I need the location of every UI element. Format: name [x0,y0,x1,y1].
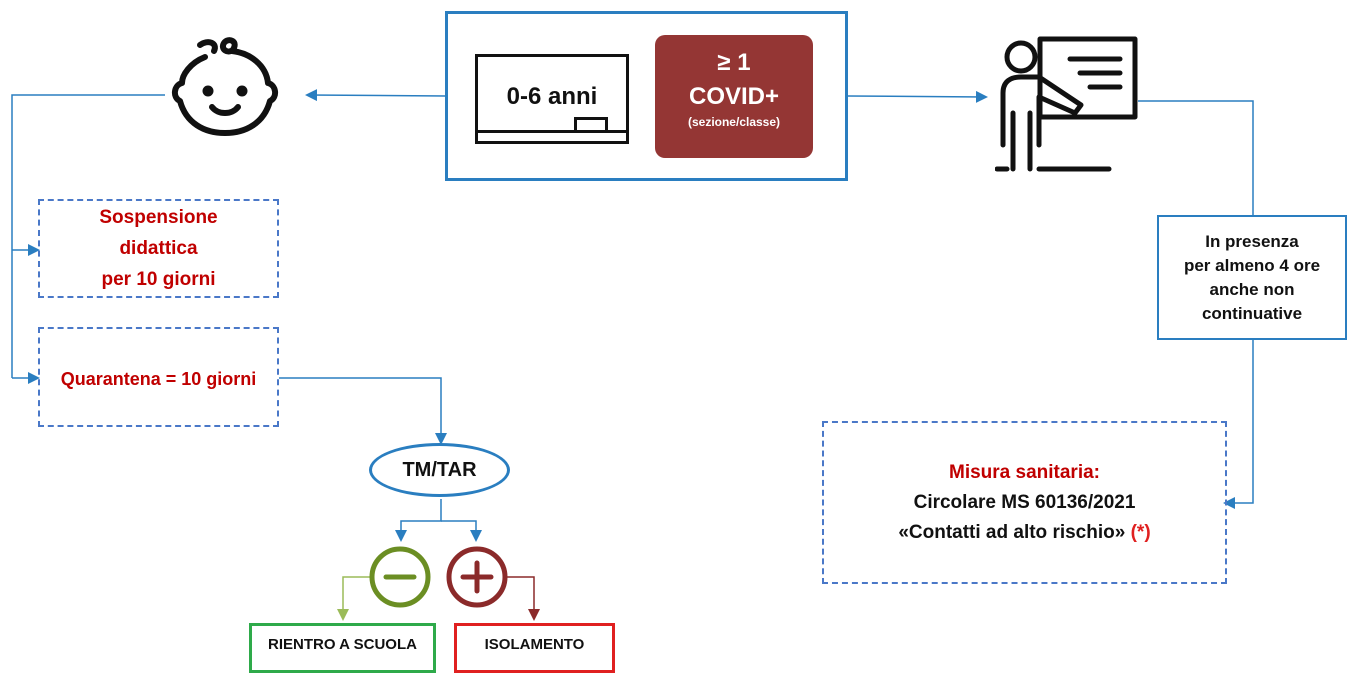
measure-contacts-line: «Contatti ad alto rischio» (*) [898,518,1150,548]
quarantine-box: Quarantena = 10 giorni [38,327,279,427]
teacher-condition-box: In presenza per almeno 4 ore anche non c… [1157,215,1347,340]
suspension-line-3: per 10 giorni [101,269,216,290]
isolation-box: ISOLAMENTO [454,623,615,673]
measure-title: Misura sanitaria: [949,461,1100,483]
child-branch-line [11,94,165,378]
covid-scope: (sezione/classe) [687,115,781,129]
arrow-to-child [305,89,447,102]
suspension-line-2: didattica [119,238,198,259]
covid-positive-badge: ≥ 1 COVID+ (sezione/classe) [655,35,813,158]
suspension-box: Sospensione didattica per 10 giorni [38,199,279,298]
measure-note: (*) [1130,521,1151,543]
arrow-to-measure [1223,340,1254,509]
test-node: TM/TAR [369,443,510,497]
age-label: 0-6 anni [506,83,598,110]
condition-line-2: per almeno 4 ore [1183,255,1321,275]
measure-contacts: «Contatti ad alto rischio» [898,521,1126,543]
health-measure-box: Misura sanitaria: Circolare MS 60136/202… [822,421,1227,584]
baby-face-icon [172,37,278,136]
arrow-to-test [279,377,447,445]
isolation-label: ISOLAMENTO [484,636,585,653]
return-to-school-box: RIENTRO A SCUOLA [249,623,436,673]
test-label: TM/TAR [402,458,477,481]
measure-circular: Circolare MS 60136/2021 [913,491,1136,513]
condition-line-3: anche non [1209,279,1295,299]
quarantine-label: Quarantena = 10 giorni [60,369,257,389]
teacher-branch-line [1138,100,1254,215]
blackboard-icon: 0-6 anni [475,54,629,144]
covid-label: COVID+ [688,83,780,110]
arrow-to-negative [395,499,442,542]
condition-line-4: continuative [1201,303,1303,323]
source-case-box: 0-6 anni ≥ 1 COVID+ (sezione/classe) [445,11,848,181]
arrow-to-positive [441,520,482,542]
condition-line-1: In presenza [1205,231,1299,251]
plus-circle-icon [446,546,508,608]
teacher-board-icon [995,36,1138,172]
return-to-school-label: RIENTRO A SCUOLA [268,636,417,653]
suspension-line-1: Sospensione [99,207,218,228]
arrow-to-school [337,576,371,621]
arrow-to-teacher [847,90,988,103]
arrow-to-isolation [507,576,540,621]
minus-circle-icon [369,546,431,608]
covid-count: ≥ 1 [717,49,751,76]
